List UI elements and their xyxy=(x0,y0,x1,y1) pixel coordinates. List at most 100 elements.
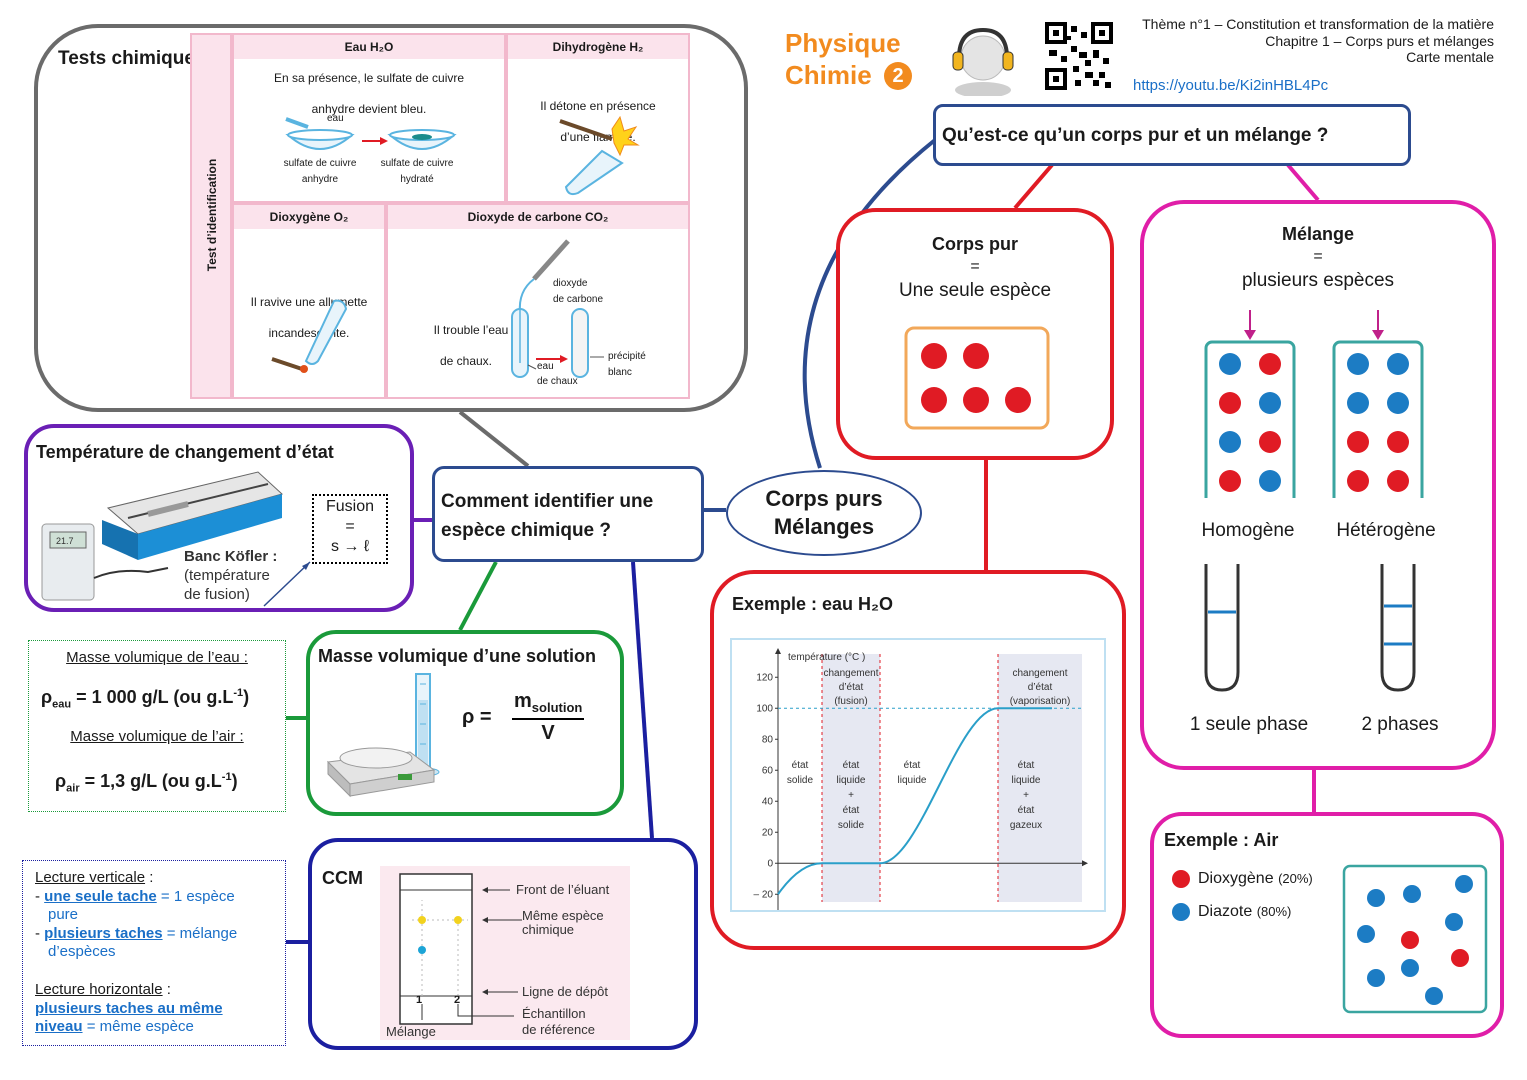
phase-label: état xyxy=(904,760,921,771)
video-link[interactable]: https://youtu.be/Ki2inHBL4Pc xyxy=(1133,77,1329,94)
question-left-box: Comment identifier une espèce chimique ? xyxy=(432,466,704,562)
phase-label: + xyxy=(848,790,854,801)
phase-label: liquide xyxy=(1012,775,1041,786)
mass-density-title: Masse volumique d’une solution xyxy=(318,646,597,666)
legend-n2-dot xyxy=(1172,903,1190,921)
phase-label: gazeux xyxy=(1010,820,1042,831)
thermometer-display: 21.7 xyxy=(56,536,74,546)
mass-density-box: Masse volumique d’une solution ρ = msolu… xyxy=(306,630,624,816)
fusion-line-2: = xyxy=(345,518,355,535)
pure-eq: = xyxy=(970,258,980,275)
water-text-1: En sa présence, le sulfate de cuivre xyxy=(273,71,465,85)
precipitate-label-2: blanc xyxy=(608,367,632,378)
state-change-annotation: d’état xyxy=(839,682,864,693)
logo-physique: Physique xyxy=(785,28,901,58)
water-label-right-2: hydraté xyxy=(400,174,434,185)
legend-n2: Diazote (80%) xyxy=(1198,903,1292,920)
co2-test-illustration xyxy=(511,239,604,378)
y-tick-label: 80 xyxy=(762,734,774,745)
mixture-box: Mélange = plusieurs espèces Homogène Hét… xyxy=(1140,200,1496,770)
vertical-reading-item-1-cont: pure xyxy=(48,906,79,923)
ccm-mixture-label: Mélange xyxy=(386,1024,436,1039)
water-label-water: eau xyxy=(327,113,344,124)
temperature-title: Température de changement d’état xyxy=(36,442,334,462)
center-node: Corps purs Mélanges xyxy=(726,470,922,556)
hydrogen-header: Dihydrogène H₂ xyxy=(508,35,688,59)
logo-chimie: Chimie xyxy=(785,60,872,90)
phase-label: état xyxy=(843,760,860,771)
phase-label: état xyxy=(792,760,809,771)
vertical-reading-item-2-cont: d’espèces xyxy=(48,943,116,960)
phase-label: liquide xyxy=(837,775,866,786)
ccm-reference-label-1: Échantillon xyxy=(522,1006,586,1021)
oxygen-test-illustration xyxy=(271,299,348,373)
phase-label: solide xyxy=(787,775,814,786)
co2-text-1: Il trouble l’eau xyxy=(433,323,509,337)
state-change-annotation: changement xyxy=(1012,668,1067,679)
y-tick-label: 20 xyxy=(762,827,774,838)
air-density-value: ρair = 1,3 g/L (ou g.L-1) xyxy=(55,771,238,795)
phase-band xyxy=(998,654,1082,902)
question-right-text: Qu’est-ce qu’un corps pur et un mélange … xyxy=(942,125,1329,146)
water-header: Eau H₂O xyxy=(234,35,504,59)
formula-numerator: msolution xyxy=(514,690,583,715)
air-particles xyxy=(1342,864,1488,1014)
co2-text-2: de chaux. xyxy=(439,354,493,368)
logo-badge: 2 xyxy=(884,62,912,90)
two-phases-label: 2 phases xyxy=(1361,714,1439,735)
pure-desc: Une seule espèce xyxy=(898,280,1052,301)
ccm-number-2: 2 xyxy=(454,994,461,1006)
y-tick-label: 120 xyxy=(756,672,773,683)
center-line-1: Corps purs xyxy=(765,486,883,511)
state-change-annotation: changement xyxy=(823,668,878,679)
ccm-box: CCM 1 2 Front de l’éluant Même espèce ch… xyxy=(308,838,698,1050)
center-line-2: Mélanges xyxy=(773,514,875,539)
hydrogen-test-illustration xyxy=(559,115,640,196)
water-text-2: anhydre devient bleu. xyxy=(311,102,427,116)
kofler-label-1: Banc Köfler : xyxy=(184,548,278,565)
one-phase-label: 1 seule phase xyxy=(1189,714,1309,735)
phase-label: liquide xyxy=(898,775,927,786)
hydrogen-text-1: Il détone en présence xyxy=(540,99,656,113)
lime-label-2: de chaux xyxy=(537,376,578,387)
y-tick-label: 60 xyxy=(762,765,774,776)
temperature-curve xyxy=(777,707,1052,895)
y-tick-label: 100 xyxy=(756,703,773,714)
tests-table: Test d’identification Eau H₂O En sa prés… xyxy=(190,33,690,399)
phase-tubes xyxy=(1204,564,1416,692)
rho-label: ρ = xyxy=(462,706,492,728)
tests-side-label: Test d’identification xyxy=(205,158,219,272)
fusion-line-1: Fusion xyxy=(325,498,375,515)
x-axis-arrow xyxy=(1082,860,1088,867)
phase-label: + xyxy=(1023,790,1029,801)
example-water-title: Exemple : eau H₂O xyxy=(732,594,894,614)
phase-label: état xyxy=(1018,805,1035,816)
y-axis-arrow xyxy=(775,648,781,654)
water-label-left-2: anhydre xyxy=(301,174,339,185)
formula-denominator: V xyxy=(541,722,555,744)
example-air-box: Exemple : Air Dioxygène (20%) Diazote (8… xyxy=(1150,812,1504,1038)
example-air-title: Exemple : Air xyxy=(1164,830,1279,850)
legend-o2-dot xyxy=(1172,870,1190,888)
fusion-arrow-icon xyxy=(263,561,311,607)
ccm-title: CCM xyxy=(322,868,363,888)
mixture-eq: = xyxy=(1313,248,1323,265)
question-left-line-1: Comment identifier une xyxy=(441,491,654,512)
heterogeneous-label: Hétérogène xyxy=(1336,520,1436,541)
co2-label-2: de carbone xyxy=(553,294,604,305)
state-change-annotation: (fusion) xyxy=(834,696,867,707)
ccm-reference-label-2: de référence xyxy=(522,1022,595,1037)
mixture-desc: plusieurs espèces xyxy=(1241,270,1395,291)
phase-label: solide xyxy=(838,820,865,831)
horizontal-reading-item: plusieurs taches au même xyxy=(35,1000,223,1017)
y-tick-label: – 20 xyxy=(754,889,774,900)
y-axis-label: température (°C ) xyxy=(788,652,865,663)
pure-particles xyxy=(904,326,1050,430)
co2-header: Dioxyde de carbone CO₂ xyxy=(388,205,688,229)
ccm-plate xyxy=(399,873,522,1025)
kofler-label-3: de fusion) xyxy=(184,586,250,603)
header-theme: Thème n°1 – Constitution et transformati… xyxy=(1142,16,1494,32)
vertical-reading-item-1: - une seule tache = 1 espèce xyxy=(35,888,235,905)
phase-label: état xyxy=(843,805,860,816)
